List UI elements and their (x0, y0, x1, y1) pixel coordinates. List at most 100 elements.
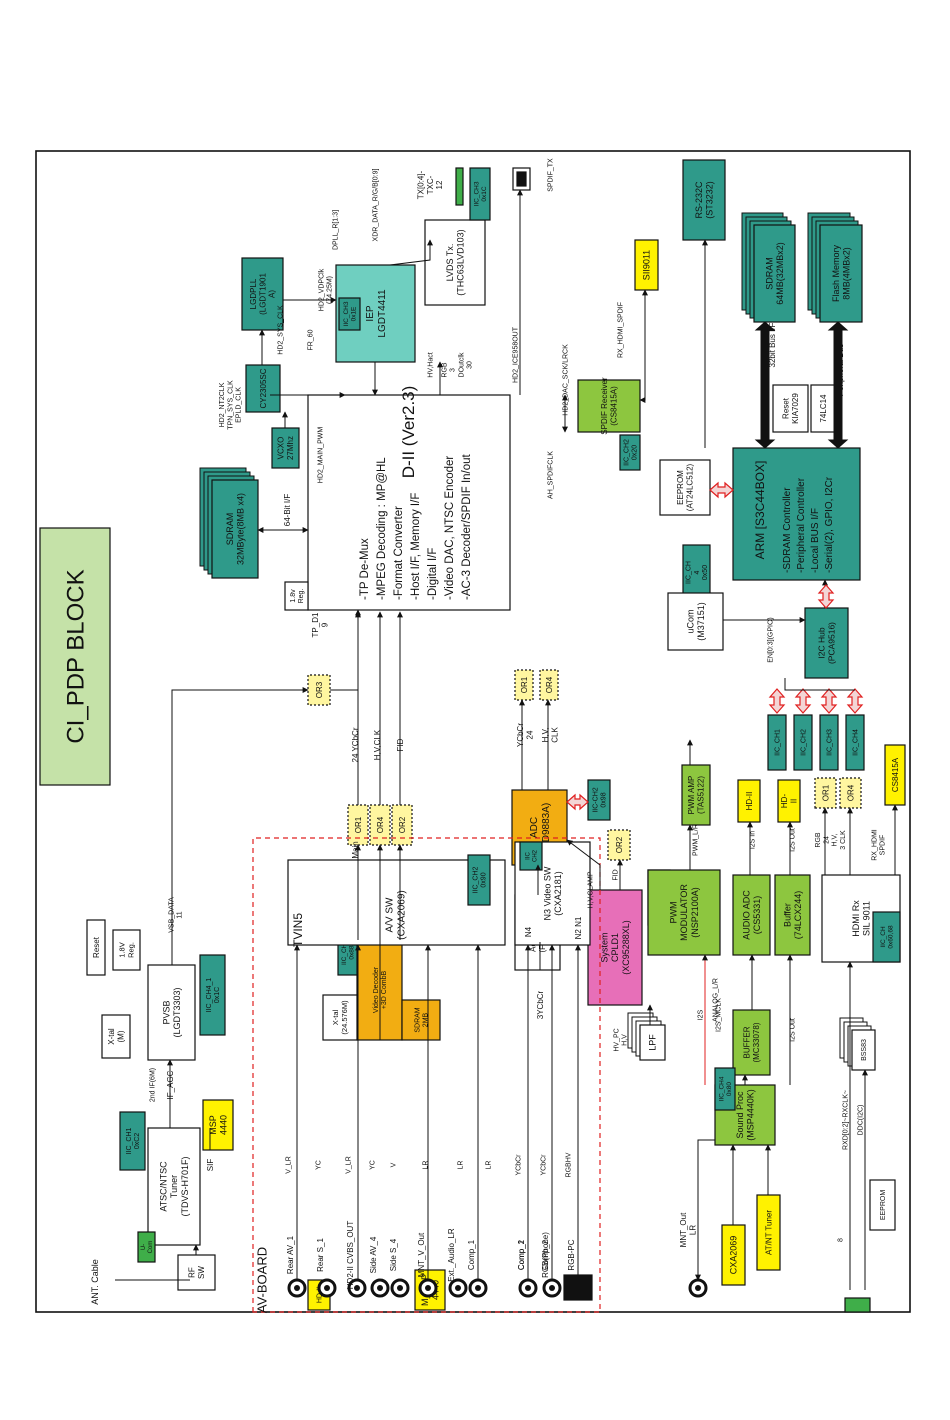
rxd-label-text: RXD[0:2]~RXCLK~ (842, 1090, 849, 1150)
block-label: (24.576M) (340, 1000, 349, 1035)
block-label: OR4 (376, 816, 385, 833)
hv-pc-label-text: HV_PC (613, 1028, 620, 1051)
block-label: 2MB (423, 1012, 430, 1027)
dii-feature: -AC-3 Decoder/SPDIF In/out (461, 453, 473, 600)
sif-label-text: SIF (206, 1159, 215, 1172)
dpll-label-text: DPLL_R[1:3] (332, 210, 339, 250)
av-signal-2: YC (315, 1160, 322, 1170)
dii-feature: -Format Converter (393, 506, 405, 600)
block-label: IIC_CH3 (343, 301, 350, 326)
av-input-label-5-text: Side S_4 (389, 1238, 398, 1271)
en-gpio-label-text: EN[0:3](GPIO) (767, 617, 774, 663)
or1-adc: OR1 (514, 669, 534, 701)
av-board (252, 837, 601, 1313)
block-label: II (790, 799, 799, 803)
i2c-hub: I2C Hub(PCA9516) (804, 607, 849, 679)
dii-title: D-II (Ver2.3) (399, 386, 418, 479)
block-label: SIL 9011 (861, 901, 871, 936)
block-label: 32MByte(8MB x4) (235, 493, 245, 565)
block-label: EEPROM (880, 1190, 887, 1221)
dii-feature: -MPEG Decoding : MP@HL (376, 457, 388, 600)
block-label: PWM AMP (687, 776, 696, 815)
block-label: HD-II (745, 792, 754, 811)
eeprom-arm: EEPROM(AT24LC512) (659, 459, 711, 516)
or4-video: OR4 (369, 804, 391, 846)
rgb-hv-clk-label-text: 3 CLK (840, 830, 847, 850)
hv-clk-adc-label: H,V,CLK (541, 727, 559, 743)
hv-clamp-label-text: H,V,CLAMP (587, 871, 594, 908)
vsb-data-label-text: 11 (177, 911, 184, 918)
pwm-amp: PWM AMP(TAS5122) (681, 764, 711, 826)
i2s-in-label-text: I2S In (749, 831, 756, 849)
av-input-label-6-text: MNT_V_Out (417, 1232, 426, 1277)
block-label: N3 Video SW (542, 866, 552, 920)
dii-feature: -TP De-Mux (359, 538, 371, 600)
tvin5-sub: A/V SW(CXA2069) (385, 890, 408, 939)
block-label: X-tal (107, 1028, 116, 1045)
sif-label: SIF (206, 1159, 215, 1172)
mnt-out-label-text: LR (689, 1225, 698, 1235)
xdr-label: XDR_DATA_R/G/B[0:9] (372, 169, 379, 242)
hv-hact-label: HV,Hact (427, 352, 434, 377)
dpll-label: DPLL_R[1:3] (332, 210, 339, 250)
ddc-label: DDC(I2C) (857, 1105, 864, 1136)
title-box: CI_PDP BLOCK (39, 527, 111, 786)
av-signal-3-text: V_LR (345, 1156, 352, 1174)
block-label: IIC-CH2 (592, 787, 599, 812)
or4-hdmi: OR4 (839, 777, 862, 809)
tx-lines-label-text: TX[0:4]- (416, 170, 425, 199)
block-label: Video Decoder (373, 966, 380, 1013)
input-jack-4 (370, 1278, 390, 1298)
block-label: SDRAM (414, 1007, 421, 1032)
block-label: AUDIO ADC (741, 890, 751, 940)
block-label: OR4 (846, 784, 855, 801)
av-signal-2-text: YC (315, 1160, 322, 1170)
ic-74lc14: 74LC14 (810, 384, 836, 433)
tp-d1-label-text: 9 (321, 622, 330, 627)
dii-chip (307, 394, 511, 611)
hd2-vdpclk-label-text: HD2_VDPClk (318, 268, 325, 311)
block-label: Sound Proc (735, 1091, 745, 1139)
arm (732, 447, 861, 581)
block-label: CPLD1 (610, 933, 620, 962)
hd2-dac-label-text: HD2_DAC_SCK/LRCK (562, 344, 569, 416)
av-input-label-1-text: Rear AV_1 (286, 1235, 295, 1274)
block-label: I2C Hub (816, 627, 826, 658)
block-label: OR1 (354, 816, 363, 833)
spdif-tx-label: SPDIF_TX (547, 158, 554, 192)
if-2nd-label: 2nd IF(6M) (149, 1068, 156, 1102)
block-label: IIC_CH2 (800, 729, 807, 756)
spdif-rx-to-sii (639, 289, 648, 403)
i2s-out-label-text: I2S Out (789, 828, 796, 852)
rx-hdmi-spdif-label: RX_HDMI_SPDIF (617, 302, 624, 358)
block-label: 0x1E (351, 306, 358, 321)
block-label: BSS83 (861, 1039, 868, 1061)
cpld-to-adc (566, 839, 601, 890)
reset-pvsb: Reset (86, 919, 106, 976)
or1-video: OR1 (347, 804, 369, 846)
arm-eeprom-arrow (709, 481, 734, 499)
block-label: IIC_CH (686, 561, 693, 584)
arm-feature: -Local BUS I/F (810, 508, 821, 573)
block-label: IIC (526, 852, 532, 860)
block-label: 0x80 (726, 1082, 733, 1096)
av-signal-8-text: LR (485, 1161, 492, 1170)
av-input-label-6: MNT_V_Out (417, 1232, 426, 1277)
video-signal-3: RGBHV (565, 1152, 572, 1177)
block-label: 27Mhz (286, 436, 295, 460)
bus8-label: 8 (837, 1238, 844, 1242)
av-input-label-7: Ext._Audio_LR (447, 1228, 456, 1282)
xtal-vd: X-tal(24.576M) (322, 994, 358, 1041)
av-input-label-3-text: HD2-II CVBS_OUT (346, 1221, 355, 1290)
